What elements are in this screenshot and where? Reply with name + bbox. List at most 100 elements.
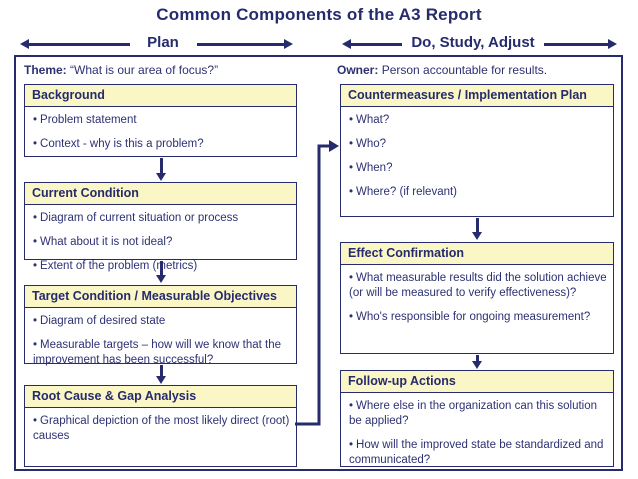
arrow-head [156,376,166,384]
owner-label: Owner: [337,63,379,77]
arrow-line [159,158,163,173]
arrow-head [472,361,482,369]
bullet-icon: • [33,212,38,224]
bullet-text: Diagram of current situation or process [40,212,239,224]
box-title: Root Cause & Gap Analysis [25,386,296,408]
bullet-item: •What measurable results did the solutio… [349,271,607,301]
bullet-text: Who's responsible for ongoing measuremen… [356,310,591,323]
box-body: •Diagram of current situation or process… [25,205,296,274]
box-countermeasures: Countermeasures / Implementation Plan •W… [340,84,614,217]
theme-row: Theme: “What is our area of focus?” [24,63,218,77]
box-title: Target Condition / Measurable Objectives [25,286,296,308]
arrow-line [544,42,608,46]
owner-text: Person accountable for results. [381,63,548,77]
arrow-head [284,39,293,49]
bullet-item: •How will the improved state be standard… [349,438,607,468]
bullet-text: Graphical depiction of the most likely d… [33,415,290,442]
arrow-head [342,39,351,49]
bullet-text: How will the improved state be standardi… [349,438,604,466]
box-title: Current Condition [25,183,296,205]
bullet-text: Where else in the organization can this … [349,400,598,427]
bullet-item: •What? [349,113,607,128]
box-title: Background [25,85,296,107]
bullet-icon: • [349,137,354,150]
bullet-icon: • [349,310,354,323]
bullet-icon: • [33,137,38,150]
bullet-text: Measurable targets – how will we know th… [33,338,282,366]
down-arrow-icon [471,218,483,240]
box-body: •Graphical depiction of the most likely … [25,408,296,444]
bullet-item: •Problem statement [33,113,290,128]
box-title: Countermeasures / Implementation Plan [341,85,613,107]
theme-text: “What is our area of focus?” [70,63,219,77]
bullet-icon: • [349,272,354,284]
bullet-item: •Measurable targets – how will we know t… [33,338,290,368]
box-body: •Diagram of desired state •Measurable ta… [25,308,296,368]
bullet-item: •Diagram of desired state [33,314,290,329]
do-study-adjust-right-arrow-icon [544,38,617,50]
bullet-item: •Who? [349,137,607,152]
bullet-icon: • [33,338,38,351]
arrow-head [156,173,166,181]
bullet-icon: • [349,185,354,198]
bullet-text: Context - why is this a problem? [40,137,204,150]
bullet-text: Where? (if relevant) [356,185,458,198]
bullet-item: •Where else in the organization can this… [349,399,607,429]
down-arrow-icon [155,158,167,181]
bullet-item: •Context - why is this a problem? [33,137,290,152]
bullet-icon: • [33,259,38,272]
down-arrow-icon [155,365,167,384]
arrow-head [20,39,29,49]
down-arrow-icon [471,355,483,369]
do-study-adjust-label: Do, Study, Adjust [411,34,535,51]
bullet-icon: • [33,114,38,126]
box-background: Background •Problem statement •Context -… [24,84,297,157]
bullet-icon: • [349,161,354,174]
arrow-line [197,42,284,46]
box-follow-up-actions: Follow-up Actions •Where else in the org… [340,370,614,467]
bullet-item: •Who's responsible for ongoing measureme… [349,310,607,325]
box-target-condition: Target Condition / Measurable Objectives… [24,285,297,366]
bullet-icon: • [33,415,38,427]
box-title: Effect Confirmation [341,243,613,265]
arrow-line [475,218,479,232]
bullet-text: Diagram of desired state [40,315,166,327]
arrow-line [159,261,163,275]
bullet-text: When? [356,161,393,174]
arrow-line [475,355,479,361]
plan-left-arrow-icon [20,38,130,50]
arrow-head [608,39,617,49]
theme-label: Theme: [24,63,67,77]
left-to-right-connector-arrow-icon [295,140,339,426]
box-body: •What measurable results did the solutio… [341,265,613,325]
bullet-icon: • [33,235,38,248]
arrow-line [159,365,163,376]
bullet-text: What? [356,114,390,126]
bullet-text: Problem statement [40,114,137,126]
bullet-icon: • [349,438,354,451]
bullet-item: •Where? (if relevant) [349,185,607,200]
arrow-head [472,232,482,240]
box-effect-confirmation: Effect Confirmation •What measurable res… [340,242,614,354]
bullet-icon: • [349,114,354,126]
bullet-item: •Diagram of current situation or process [33,211,290,226]
do-study-adjust-left-arrow-icon [342,38,402,50]
owner-row: Owner: Person accountable for results. [337,63,547,77]
bullet-text: What about it is not ideal? [40,235,173,248]
bullet-text: What measurable results did the solution… [349,272,607,299]
bullet-icon: • [33,315,38,327]
box-title: Follow-up Actions [341,371,613,393]
report-panel: Theme: “What is our area of focus?” Owne… [14,55,623,471]
box-current-condition: Current Condition •Diagram of current si… [24,182,297,272]
bullet-item: •Extent of the problem (metrics) [33,259,290,274]
plan-label: Plan [147,34,179,51]
down-arrow-icon [155,261,167,283]
plan-right-arrow-icon [197,38,293,50]
box-body: •Problem statement •Context - why is thi… [25,107,296,152]
box-root-cause: Root Cause & Gap Analysis •Graphical dep… [24,385,297,467]
bullet-item: •When? [349,161,607,176]
bullet-item: •Graphical depiction of the most likely … [33,414,290,444]
arrow-line [29,42,130,46]
arrow-line [351,42,402,46]
